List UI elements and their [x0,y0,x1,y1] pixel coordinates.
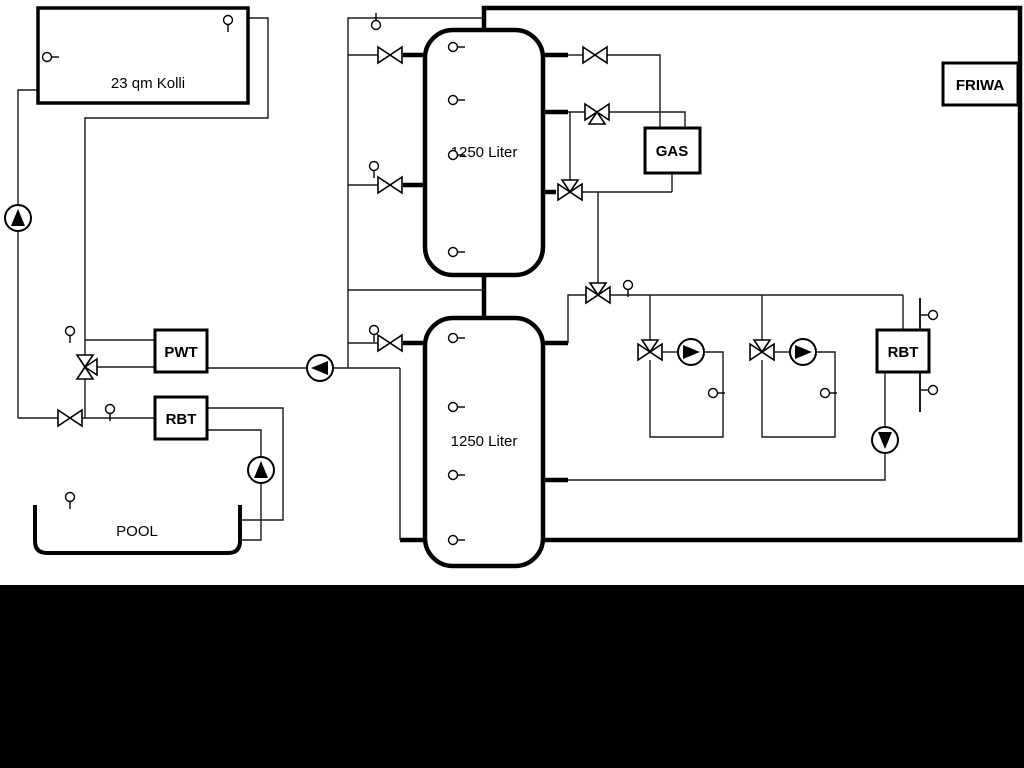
letterbox [0,585,1024,768]
gas-boiler-label: GAS [656,143,689,160]
pool-heat-exchanger-body [153,328,209,374]
pipe-segment [567,294,586,343]
heating-circuit-pump-icon [789,338,817,366]
charging-pump-icon [306,354,334,382]
pipe-segment [607,54,661,128]
friwa-station: FRIWA [941,61,1020,107]
buffer-tank-top-label: 1250 Liter [451,144,518,161]
pipe-segment [84,17,269,355]
pipe-segment [347,17,484,368]
pool-pump-icon [247,456,275,484]
rbt-left: RBT [153,395,209,441]
collector-pump-icon [4,204,32,232]
pipe-segment [240,483,262,541]
solar-collector-label: 23 qm Kolli [111,75,185,92]
gas-boiler-body [643,126,702,175]
pipe-segment [207,429,262,457]
pipe-top-right-loop [481,5,1023,543]
solar-collector: 23 qm Kolli [36,6,250,105]
rbt-left-label: RBT [166,411,197,428]
friwa-station-body [941,61,1020,107]
pipe-segment [761,351,836,438]
pipe-segment [568,453,886,481]
solar-collector-body [36,6,250,105]
rbt-right-body [875,328,931,374]
pipe-segment [649,351,724,438]
pool-label: POOL [116,523,158,540]
pool-basin: POOL [33,505,242,555]
pumps [4,204,899,484]
buffer-tank-bottom-body [422,315,546,569]
gas-boiler: GAS [643,126,702,175]
friwa-station-label: FRIWA [956,77,1004,94]
pipe-segment [609,111,686,128]
buffer-tank-top: 1250 Liter [422,27,546,278]
return-pump-icon [871,426,899,454]
rbt-right: RBT [875,328,931,374]
pool-heat-exchanger-label: PWT [164,344,197,361]
rbt-right-label: RBT [888,344,919,361]
buffer-tank-bottom: 1250 Liter [422,315,546,569]
pool-heat-exchanger: PWT [153,328,209,374]
pool-basin-body [33,505,242,555]
rbt-left-body [153,395,209,441]
buffer-tank-top-body [422,27,546,278]
buffer-tank-bottom-label: 1250 Liter [451,433,518,450]
pipe-segment [17,89,38,205]
heating-circuit-pump-icon [677,338,705,366]
